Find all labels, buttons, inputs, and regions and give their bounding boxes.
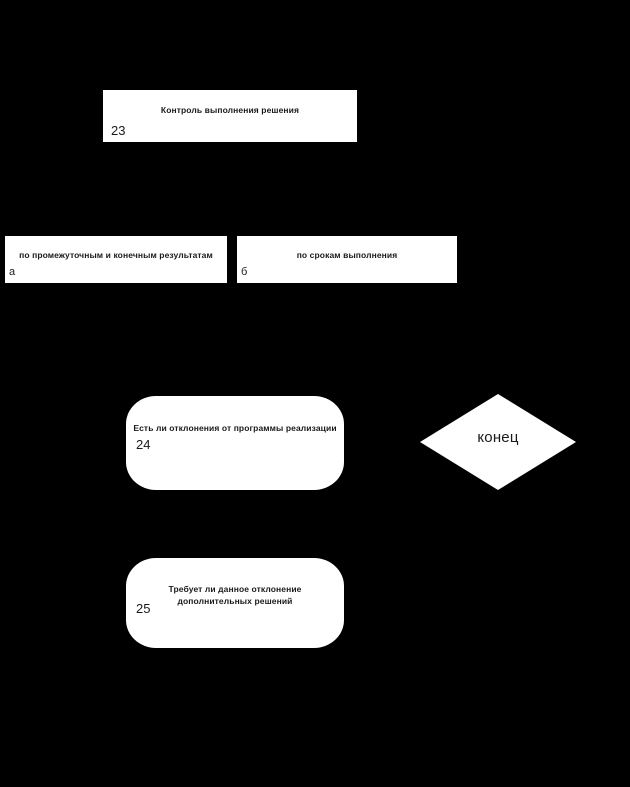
node-title-a: по промежуточным и конечным результатам xyxy=(19,250,213,260)
node-number-24: 24 xyxy=(136,437,151,452)
process-box-23[interactable]: Контроль выполнения решения 23 xyxy=(103,90,357,142)
process-box-a[interactable]: по промежуточным и конечным результатам … xyxy=(5,236,227,283)
process-box-b[interactable]: по срокам выполнения б xyxy=(237,236,457,283)
node-label-a: а xyxy=(9,266,16,278)
node-title-23: Контроль выполнения решения xyxy=(160,105,300,115)
node-number-23: 23 xyxy=(111,123,126,138)
terminator-diamond-end[interactable]: конец xyxy=(420,394,576,490)
decision-box-25[interactable]: Требует ли данное отклонение дополнитель… xyxy=(126,558,344,648)
node-label-b: б xyxy=(241,266,248,278)
node-title-25: Требует ли данное отклонение дополнитель… xyxy=(168,584,302,606)
decision-box-24[interactable]: Есть ли отклонения от программы реализац… xyxy=(126,396,344,490)
node-title-24: Есть ли отклонения от программы реализац… xyxy=(133,423,337,433)
node-title-b: по срокам выполнения xyxy=(296,250,398,260)
node-number-25: 25 xyxy=(136,601,151,616)
node-title-end: конец xyxy=(477,429,519,446)
